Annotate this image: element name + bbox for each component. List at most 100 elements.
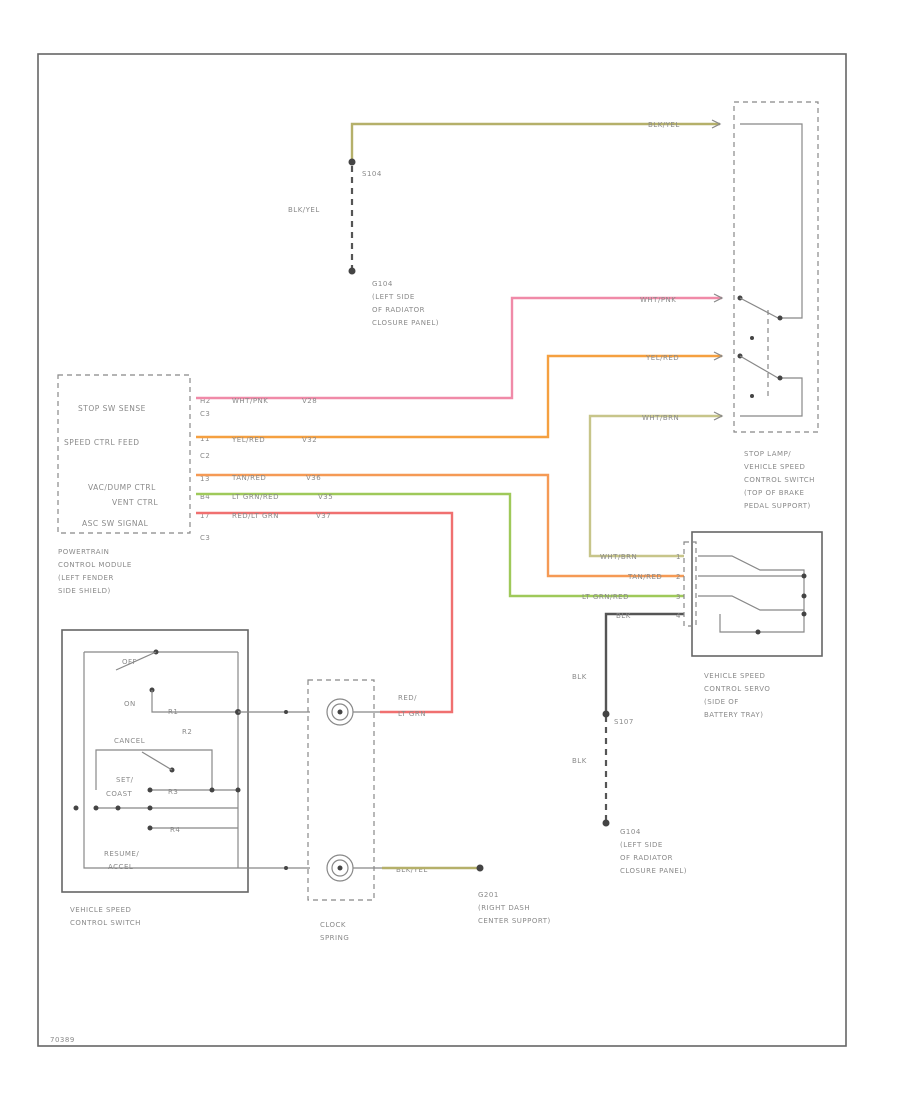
svg-text:G201: G201 [478,891,499,899]
servo-caption: VEHICLE SPEED CONTROL SERVO (SIDE OF BAT… [704,672,770,719]
svg-text:BLK/YEL: BLK/YEL [396,866,428,874]
clock-spring-caption: CLOCK SPRING [320,921,349,942]
svg-text:(LEFT SIDE: (LEFT SIDE [372,293,415,301]
svg-text:11: 11 [200,435,210,443]
clock-spring-wire-labels: RED/ LT GRN BLK/YEL [396,694,428,874]
svg-text:CONTROL SERVO: CONTROL SERVO [704,685,770,693]
svg-text:PEDAL SUPPORT): PEDAL SUPPORT) [744,502,811,510]
stop-switch-contact-4 [777,375,783,381]
svg-text:CLOSURE PANEL): CLOSURE PANEL) [372,319,439,327]
stop-switch-box [733,101,819,433]
svg-text:R4: R4 [170,826,180,834]
svg-text:VENT CTRL: VENT CTRL [112,498,158,507]
servo-connector [683,541,697,627]
pcm-wire-labels: WHT/PNK V28 YEL/RED V32 TAN/RED V36 LT G… [231,397,333,520]
figure-id: 70389 [50,1036,75,1044]
svg-text:ACCEL: ACCEL [108,863,133,871]
wire-blk-servo [604,612,684,712]
svg-text:CLOSURE PANEL): CLOSURE PANEL) [620,867,687,875]
clock-spring-coil-lower [326,854,354,882]
svg-text:WHT/PNK: WHT/PNK [232,397,268,405]
stop-switch-contact-bus [740,123,803,319]
splice-s107-label: S107 [614,718,634,726]
svg-text:YEL/RED: YEL/RED [231,436,265,444]
svg-text:V32: V32 [302,436,317,444]
svg-text:COAST: COAST [106,790,133,798]
svg-text:1: 1 [676,553,681,561]
pcm-pin-numbers: H2 C3 11 C2 13 B4 17 C3 [200,397,211,542]
svg-text:VEHICLE SPEED: VEHICLE SPEED [704,672,765,680]
wire-blk-yel-top [350,122,720,162]
svg-text:RESUME/: RESUME/ [104,850,139,858]
speed-control-switch-caption: VEHICLE SPEED CONTROL SWITCH [70,906,140,927]
ground-g201-caption: G201 (RIGHT DASH CENTER SUPPORT) [478,891,550,925]
servo-internals [698,555,807,635]
pcm-pin-labels: STOP SW SENSE SPEED CTRL FEED VAC/DUMP C… [64,404,158,528]
svg-text:SPEED CTRL FEED: SPEED CTRL FEED [64,438,140,447]
speed-control-switch-modes: OFF ON CANCEL SET/ COAST RESUME/ ACCEL [104,658,145,871]
wire-red-lt-grn [196,511,454,714]
svg-text:G104: G104 [620,828,641,836]
svg-text:C3: C3 [200,410,210,418]
svg-text:C2: C2 [200,452,210,460]
svg-text:POWERTRAIN: POWERTRAIN [58,548,109,556]
svg-text:WHT/BRN: WHT/BRN [600,553,637,561]
svg-text:(TOP OF BRAKE: (TOP OF BRAKE [744,489,804,497]
splice-s107-dot [602,710,610,718]
svg-text:VEHICLE SPEED: VEHICLE SPEED [744,463,805,471]
svg-text:STOP SW SENSE: STOP SW SENSE [78,404,146,413]
svg-text:R1: R1 [168,708,178,716]
svg-text:SIDE SHIELD): SIDE SHIELD) [58,587,111,595]
svg-text:OF RADIATOR: OF RADIATOR [620,854,673,862]
svg-text:(RIGHT DASH: (RIGHT DASH [478,904,530,912]
svg-text:TAN/RED: TAN/RED [231,474,266,482]
speed-control-switch-internals [73,649,270,869]
svg-text:ON: ON [124,700,136,708]
wire-lt-grn-red [196,492,684,598]
svg-text:LT GRN: LT GRN [398,710,426,718]
svg-text:BATTERY TRAY): BATTERY TRAY) [704,711,763,719]
svg-text:3: 3 [676,593,681,601]
clock-spring-coil-upper [326,698,354,726]
svg-text:H2: H2 [200,397,211,405]
svg-text:STOP LAMP/: STOP LAMP/ [744,450,791,458]
wire-tan-red [196,473,684,578]
svg-text:WHT/BRN: WHT/BRN [642,414,679,422]
svg-text:TAN/RED: TAN/RED [627,573,662,581]
svg-text:V28: V28 [302,397,317,405]
svg-text:ASC SW SIGNAL: ASC SW SIGNAL [82,519,149,528]
connector-arrow [711,119,722,129]
svg-text:OFF: OFF [122,658,137,666]
wire-label-blk-bottom: BLK [572,757,587,765]
wire-label-blk-yel-left: BLK/YEL [288,206,320,214]
svg-text:BLK: BLK [616,612,631,620]
svg-text:(SIDE OF: (SIDE OF [704,698,739,706]
wire-wht-pnk [196,296,722,400]
speed-control-switch-box [61,629,249,893]
svg-text:CONTROL SWITCH: CONTROL SWITCH [744,476,815,484]
svg-text:OF RADIATOR: OF RADIATOR [372,306,425,314]
svg-text:VAC/DUMP CTRL: VAC/DUMP CTRL [88,483,156,492]
servo-wire-labels: WHT/BRN TAN/RED LT GRN/RED BLK [582,553,662,620]
splice-s104-dot [348,158,356,166]
stop-switch-caption: STOP LAMP/ VEHICLE SPEED CONTROL SWITCH … [744,450,815,510]
svg-text:WHT/PNK: WHT/PNK [640,296,676,304]
svg-text:YEL/RED: YEL/RED [645,354,679,362]
ground-g104-bottom-dot [602,819,610,827]
clock-spring-box [307,679,375,901]
svg-text:SET/: SET/ [116,776,134,784]
svg-text:4: 4 [676,612,681,620]
svg-text:17: 17 [200,512,210,520]
svg-text:13: 13 [200,475,210,483]
pcm-caption: POWERTRAIN CONTROL MODULE (LEFT FENDER S… [58,548,132,595]
wire-label-blk-top: BLK [572,673,587,681]
servo-box [691,531,823,657]
wire-label-blk-yel-right: BLK/YEL [648,121,680,129]
ground-g104-top-caption: G104 (LEFT SIDE OF RADIATOR CLOSURE PANE… [372,280,439,327]
stop-switch-wire-labels: WHT/PNK YEL/RED WHT/BRN [640,296,679,422]
svg-text:CONTROL MODULE: CONTROL MODULE [58,561,132,569]
svg-text:LT GRN/RED: LT GRN/RED [232,493,279,501]
svg-text:CANCEL: CANCEL [114,737,145,745]
svg-text:V36: V36 [306,474,321,482]
speed-control-switch-resistors: R1 R2 R3 R4 [168,708,192,834]
